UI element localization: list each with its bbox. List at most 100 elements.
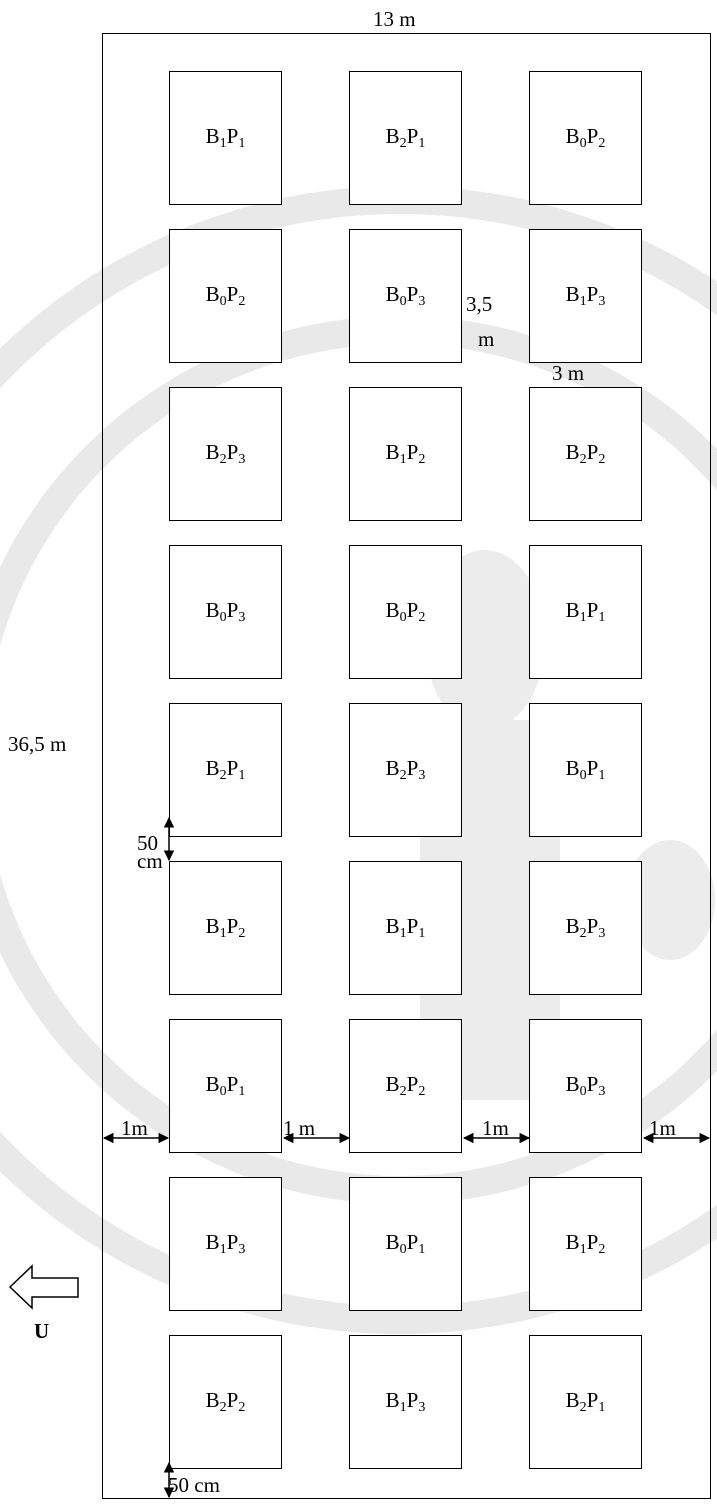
b-level-subscript: 1 bbox=[219, 926, 227, 941]
plot-width-label: 3 m bbox=[552, 361, 585, 385]
b-level-subscript: 1 bbox=[219, 1242, 227, 1257]
p-level-subscript: 2 bbox=[598, 452, 606, 467]
p-level-subscript: 1 bbox=[418, 136, 426, 151]
plot-height-value-label: 3,5 bbox=[466, 292, 493, 316]
plot-treatment-label: B1P3 bbox=[565, 282, 606, 309]
plot-treatment-label: B0P1 bbox=[205, 1072, 246, 1099]
p-level-subscript: 3 bbox=[418, 1400, 426, 1415]
plot-cell: B2P2 bbox=[169, 1335, 282, 1469]
field-width-label: 13 m bbox=[373, 7, 416, 31]
plot-treatment-label: B2P2 bbox=[205, 1388, 246, 1415]
plot-cell: B0P2 bbox=[529, 71, 642, 205]
p-level-subscript: 1 bbox=[418, 926, 426, 941]
plot-treatment-label: B1P2 bbox=[205, 914, 246, 941]
plot-treatment-label: B0P2 bbox=[565, 124, 606, 151]
p-level-subscript: 1 bbox=[238, 136, 246, 151]
b-level-subscript: 0 bbox=[579, 1084, 587, 1099]
p-level-subscript: 2 bbox=[418, 452, 426, 467]
plot-cell: B1P1 bbox=[349, 861, 462, 995]
plot-cell: B1P3 bbox=[529, 229, 642, 363]
b-level-subscript: 0 bbox=[579, 136, 587, 151]
b-level-subscript: 0 bbox=[219, 294, 227, 309]
b-level-subscript: 1 bbox=[399, 1400, 407, 1415]
plot-treatment-label: B1P3 bbox=[205, 1230, 246, 1257]
plot-treatment-label: B2P2 bbox=[385, 1072, 426, 1099]
plot-cell: B0P1 bbox=[349, 1177, 462, 1311]
plot-treatment-label: B1P2 bbox=[385, 440, 426, 467]
plot-cell: B2P3 bbox=[169, 387, 282, 521]
b-level-subscript: 2 bbox=[579, 452, 587, 467]
plot-cell: B1P3 bbox=[349, 1335, 462, 1469]
plot-treatment-label: B1P1 bbox=[205, 124, 246, 151]
plot-spacing-value-label: 50 bbox=[137, 831, 158, 855]
b-level-subscript: 2 bbox=[219, 768, 227, 783]
p-level-subscript: 1 bbox=[238, 768, 246, 783]
p-level-subscript: 2 bbox=[238, 1400, 246, 1415]
plot-cell: B0P3 bbox=[169, 545, 282, 679]
b-level-subscript: 0 bbox=[219, 1084, 227, 1099]
plot-treatment-label: B0P3 bbox=[205, 598, 246, 625]
experimental-field-boundary bbox=[102, 33, 711, 1499]
b-level-subscript: 0 bbox=[219, 610, 227, 625]
b-level-subscript: 2 bbox=[219, 1400, 227, 1415]
b-level-subscript: 2 bbox=[579, 926, 587, 941]
p-level-subscript: 3 bbox=[238, 1242, 246, 1257]
plot-treatment-label: B0P2 bbox=[385, 598, 426, 625]
plot-cell: B2P1 bbox=[169, 703, 282, 837]
p-level-subscript: 2 bbox=[418, 610, 426, 625]
left-margin-label: 1m bbox=[121, 1116, 148, 1140]
plot-treatment-label: B2P3 bbox=[385, 756, 426, 783]
b-level-subscript: 2 bbox=[399, 1084, 407, 1099]
plot-treatment-label: B2P2 bbox=[565, 440, 606, 467]
col2-col3-gap-label: 1m bbox=[482, 1116, 509, 1140]
b-level-subscript: 0 bbox=[399, 1242, 407, 1257]
p-level-subscript: 3 bbox=[598, 294, 606, 309]
plot-treatment-label: B2P3 bbox=[205, 440, 246, 467]
plot-cell: B1P2 bbox=[529, 1177, 642, 1311]
b-level-subscript: 0 bbox=[399, 610, 407, 625]
p-level-subscript: 1 bbox=[598, 610, 606, 625]
p-level-subscript: 1 bbox=[598, 768, 606, 783]
plot-height-unit-label: m bbox=[478, 327, 495, 351]
right-margin-label: 1m bbox=[649, 1116, 676, 1140]
p-level-subscript: 2 bbox=[238, 926, 246, 941]
plot-cell: B1P1 bbox=[529, 545, 642, 679]
p-level-subscript: 3 bbox=[238, 452, 246, 467]
plot-treatment-label: B0P3 bbox=[565, 1072, 606, 1099]
p-level-subscript: 3 bbox=[598, 1084, 606, 1099]
plot-treatment-label: B1P1 bbox=[565, 598, 606, 625]
plot-cell: B0P3 bbox=[349, 229, 462, 363]
plot-cell: B2P2 bbox=[349, 1019, 462, 1153]
plot-cell: B0P2 bbox=[169, 229, 282, 363]
p-level-subscript: 2 bbox=[598, 136, 606, 151]
plot-cell: B2P2 bbox=[529, 387, 642, 521]
plot-treatment-label: B2P1 bbox=[205, 756, 246, 783]
p-level-subscript: 3 bbox=[418, 294, 426, 309]
plot-cell: B1P3 bbox=[169, 1177, 282, 1311]
b-level-subscript: 2 bbox=[579, 1400, 587, 1415]
p-level-subscript: 2 bbox=[418, 1084, 426, 1099]
b-level-subscript: 0 bbox=[579, 768, 587, 783]
p-level-subscript: 1 bbox=[238, 1084, 246, 1099]
plot-cell: B2P3 bbox=[349, 703, 462, 837]
plot-cell: B1P1 bbox=[169, 71, 282, 205]
p-level-subscript: 1 bbox=[418, 1242, 426, 1257]
plot-cell: B2P1 bbox=[349, 71, 462, 205]
plot-cell: B1P2 bbox=[169, 861, 282, 995]
plot-treatment-label: B1P2 bbox=[565, 1230, 606, 1257]
plot-cell: B0P2 bbox=[349, 545, 462, 679]
plot-treatment-label: B1P3 bbox=[385, 1388, 426, 1415]
b-level-subscript: 1 bbox=[579, 294, 587, 309]
plot-treatment-label: B0P3 bbox=[385, 282, 426, 309]
plot-cell: B2P3 bbox=[529, 861, 642, 995]
plot-treatment-label: B1P1 bbox=[385, 914, 426, 941]
plot-spacing-unit-label: cm bbox=[137, 849, 163, 873]
p-level-subscript: 3 bbox=[418, 768, 426, 783]
north-arrow-icon bbox=[8, 1264, 79, 1310]
b-level-subscript: 1 bbox=[399, 452, 407, 467]
plot-cell: B0P1 bbox=[169, 1019, 282, 1153]
plot-treatment-label: B2P1 bbox=[385, 124, 426, 151]
b-level-subscript: 2 bbox=[399, 768, 407, 783]
bottom-spacing-label: 50 cm bbox=[168, 1473, 220, 1497]
p-level-subscript: 3 bbox=[238, 610, 246, 625]
